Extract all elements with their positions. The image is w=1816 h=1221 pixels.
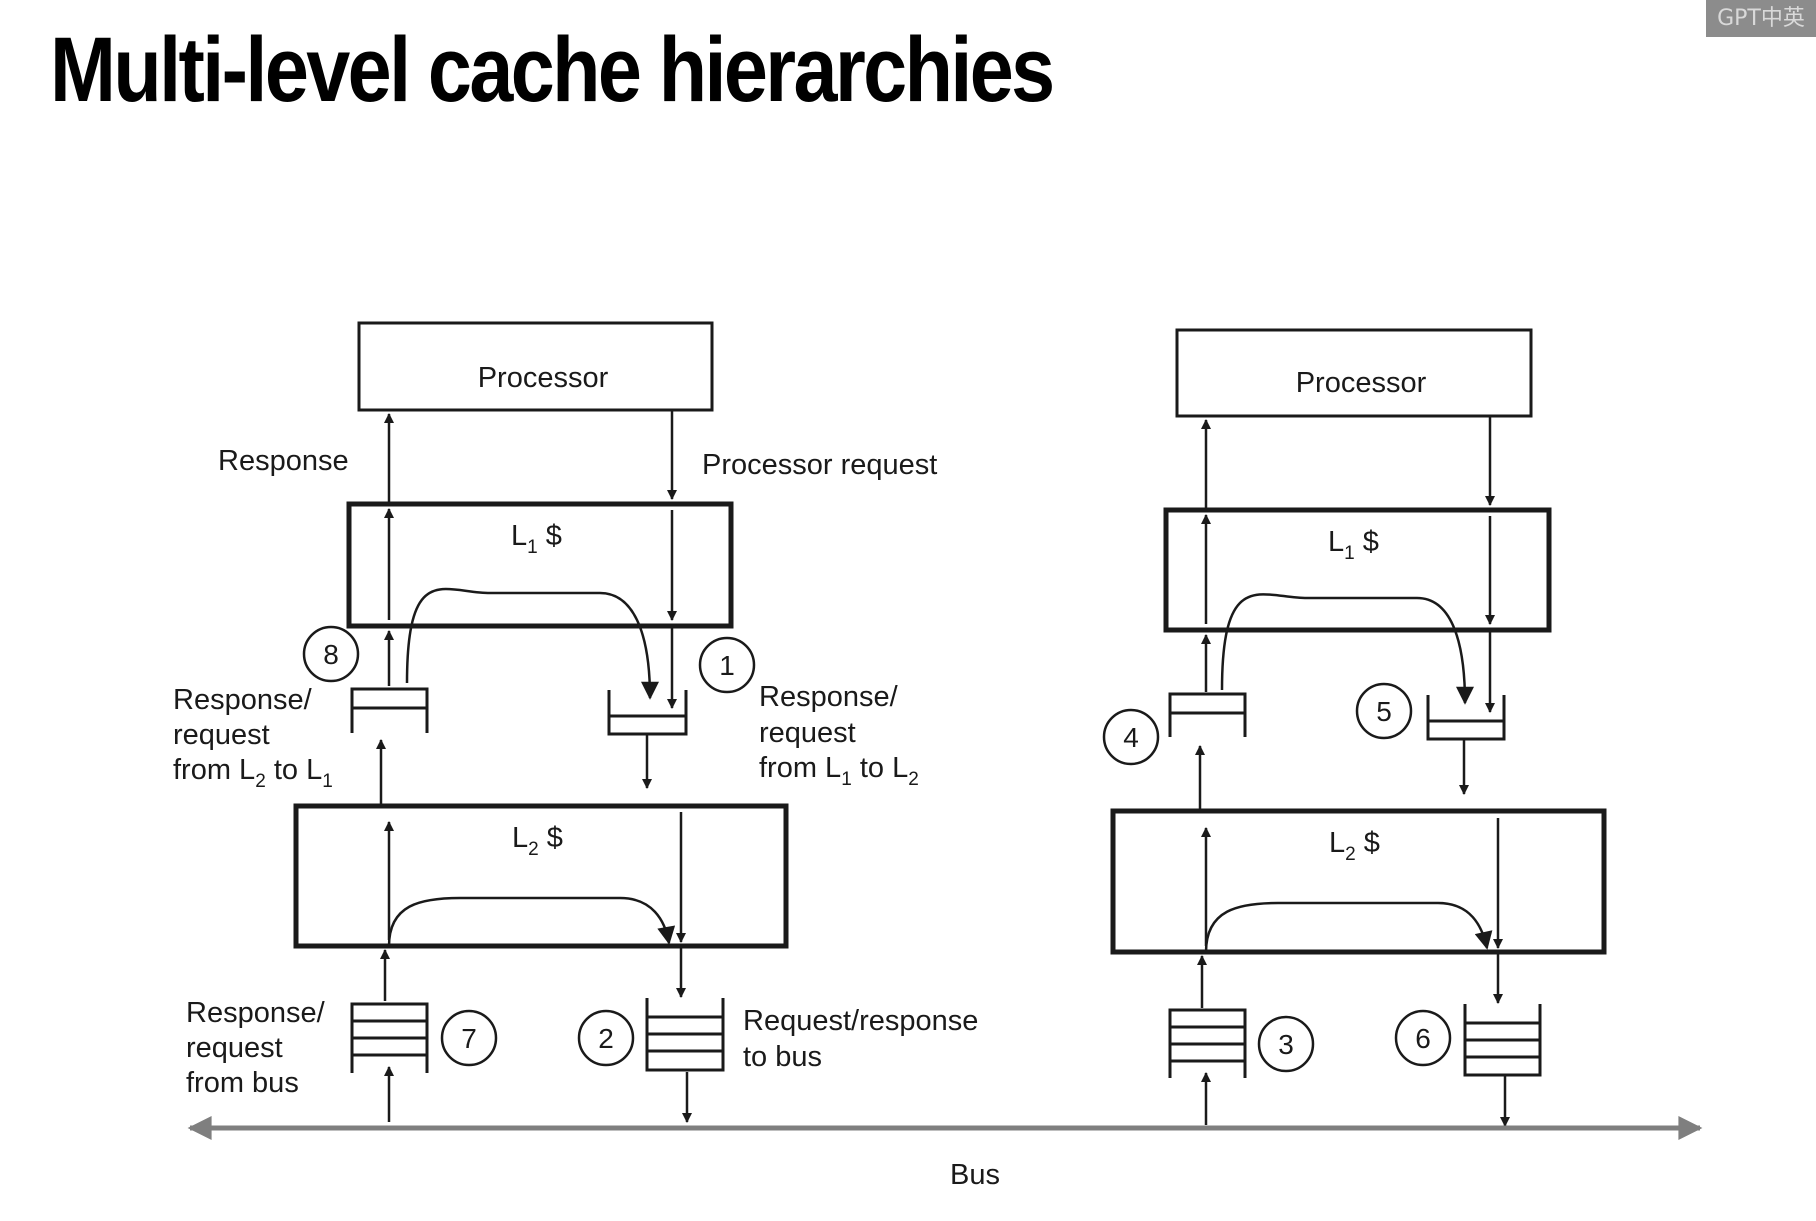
marker-7-label: 7	[461, 1023, 477, 1054]
marker-7-circle	[440, 1009, 498, 1067]
marker-2-label: 2	[598, 1023, 614, 1054]
marker-2-circle	[577, 1009, 635, 1067]
bus-label: Bus	[950, 1159, 1000, 1191]
right-l1-box	[1163, 507, 1552, 633]
queue-3-buffer	[1168, 1008, 1247, 1078]
bus: Bus	[187, 1116, 1703, 1191]
left-l2-label: L2 $	[512, 822, 563, 860]
processor-request-label: Processor request	[702, 449, 937, 481]
queue-2-buffer	[645, 998, 725, 1072]
from-bus-queue-label: Response/ request from bus	[186, 997, 333, 1099]
l2-to-l1-queue-label: Response/ request from L2 to L1	[173, 684, 333, 792]
right-processor-box	[1175, 328, 1533, 418]
queue-6-buffer	[1463, 1004, 1542, 1077]
marker-3-circle	[1257, 1015, 1315, 1073]
left-l1-box	[346, 501, 734, 629]
marker-8-label: 8	[323, 639, 339, 670]
right-l1-label: L1 $	[1328, 526, 1379, 564]
response-label: Response	[218, 445, 349, 477]
queue-4-buffer	[1168, 692, 1247, 737]
left-processor-box	[357, 321, 714, 412]
queue-7-buffer	[350, 1002, 429, 1073]
marker-6-circle	[1394, 1009, 1452, 1067]
marker-5-label: 5	[1376, 696, 1392, 727]
marker-6-label: 6	[1415, 1023, 1431, 1054]
left-l2-box	[293, 803, 789, 949]
left-cache-hierarchy: Processor L1 $ L2 $ 8	[173, 321, 986, 1123]
slide-title: Multi-level cache hierarchies	[50, 19, 1055, 121]
l1-bypass-curve-arrow	[405, 587, 659, 700]
l2-bypass-curve-arrow	[387, 896, 676, 947]
right-l2-bypass-curve-arrow	[1204, 901, 1493, 953]
left-processor-label: Processor	[478, 362, 609, 394]
left-l1-label: L1 $	[511, 520, 562, 558]
marker-3-label: 3	[1278, 1029, 1294, 1060]
queue-8-buffer	[350, 687, 429, 733]
queue-5-buffer	[1426, 695, 1506, 741]
right-l2-box	[1110, 808, 1607, 955]
marker-1-circle	[698, 636, 756, 694]
right-l1-bypass-curve-arrow	[1220, 593, 1474, 705]
to-bus-queue-label: Request/response to bus	[743, 1005, 986, 1073]
right-cache-hierarchy: Processor L1 $ L2 $ 4 5	[1102, 328, 1607, 1127]
right-processor-label: Processor	[1296, 367, 1427, 399]
marker-5-circle	[1355, 682, 1413, 740]
marker-8-circle	[302, 625, 360, 683]
marker-4-label: 4	[1123, 722, 1139, 753]
marker-1-label: 1	[719, 650, 735, 681]
right-l2-label: L2 $	[1329, 827, 1380, 865]
watermark-badge: GPT中英	[1706, 0, 1816, 37]
marker-4-circle	[1102, 708, 1160, 766]
queue-1-buffer	[607, 690, 688, 736]
l1-to-l2-queue-label: Response/ request from L1 to L2	[759, 681, 919, 790]
